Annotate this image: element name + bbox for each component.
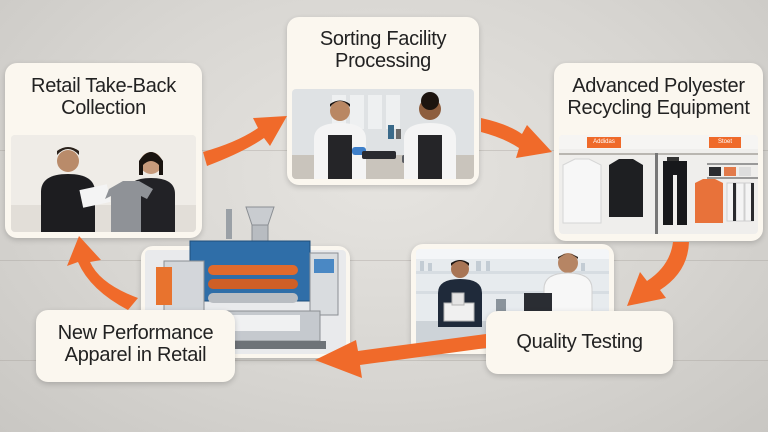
store-sign-right: Stoet	[717, 139, 732, 145]
step-card-quality-testing: Quality Testing	[486, 311, 673, 374]
step-card-sorting-facility: Sorting Facility Processing	[287, 17, 479, 185]
step-card-recycling-equipment: Advanced Polyester Recycling Equipment	[554, 63, 763, 241]
step-card-new-apparel: New Performance Apparel in Retail	[36, 310, 235, 382]
step-label: Advanced Polyester Recycling Equipment	[567, 75, 750, 119]
arrow-recycling-to-testing	[627, 242, 689, 306]
step-label: Quality Testing	[516, 331, 643, 353]
arrow-apparel-to-collection	[67, 236, 138, 310]
sorting-facility-photo	[292, 89, 474, 179]
step-label: New Performance Apparel in Retail	[57, 322, 214, 366]
apparel-store-photo: Addidas Stoet	[559, 135, 758, 234]
store-sign-left: Addidas	[593, 139, 615, 145]
step-label: Retail Take-Back Collection	[31, 75, 176, 119]
step-card-retail-take-back: Retail Take-Back Collection	[5, 63, 202, 238]
arrow-testing-to-apparel	[315, 334, 486, 378]
step-label: Sorting Facility Processing	[319, 28, 447, 72]
arrow-shapes	[67, 116, 689, 378]
arrow-collection-to-sorting	[203, 116, 287, 166]
retail-collection-photo	[11, 135, 196, 232]
arrow-sorting-to-recycling	[481, 118, 552, 158]
